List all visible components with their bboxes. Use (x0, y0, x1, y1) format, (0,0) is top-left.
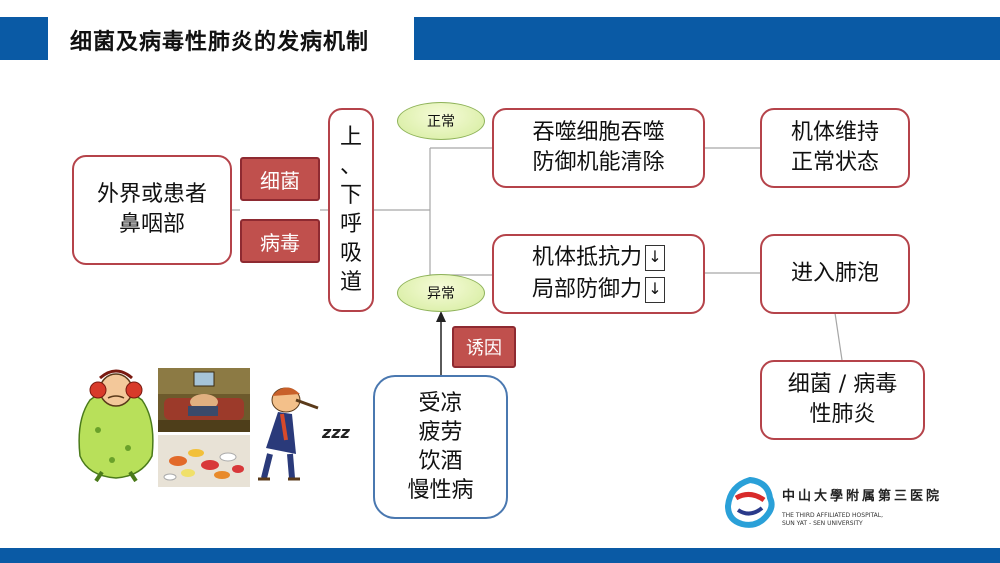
hospital-name-en-1: THE THIRD AFFILIATED HOSPITAL, (782, 512, 884, 519)
fatigue-sofa-illustration (158, 368, 250, 432)
resist-line2: 局部防御力 (531, 277, 642, 302)
factor-item: 饮酒 (418, 449, 463, 474)
phagocyte-defense-box: 吞噬细胞吞噬 防御机能清除 (492, 108, 705, 188)
hospital-logo-text: 中山大學附属第三医院 THE THIRD AFFILIATED HOSPITAL… (782, 485, 942, 528)
factor-item: 受凉 (418, 391, 463, 416)
hospital-logo-icon (724, 476, 775, 528)
trigger-tag: 诱因 (452, 326, 516, 368)
hospital-name-cn: 中山大學附属第三医院 (782, 489, 943, 504)
medication-pills-illustration (158, 435, 250, 487)
airway-char-3: 下 (339, 183, 362, 208)
airway-box: 上 、 下 呼 吸 道 (328, 108, 374, 312)
resist-row-2: 局部防御力 ↓ (532, 275, 665, 305)
airway-char-6: 道 (339, 270, 362, 295)
enter-alveoli-box: 进入肺泡 (760, 234, 910, 314)
page-title: 细菌及病毒性肺炎的发病机制 (70, 30, 370, 55)
source-line2: 鼻咽部 (118, 212, 185, 237)
defense-line1: 吞噬细胞吞噬 (532, 120, 665, 145)
normal-outcome-line2: 正常状态 (790, 150, 879, 175)
down-arrow-icon: ↓ (645, 245, 665, 271)
normal-outcome-line1: 机体维持 (790, 120, 879, 145)
defense-line2: 防御机能清除 (532, 150, 665, 175)
header-bar-right (414, 17, 1000, 60)
result-line2: 性肺炎 (809, 402, 876, 427)
bacteria-tag: 细菌 (240, 157, 320, 201)
resist-row-1: 机体抵抗力 ↓ (532, 243, 665, 273)
airway-char-4: 呼 (339, 212, 362, 237)
sleepy-man-illustration: zzz (258, 387, 351, 481)
resist-line1: 机体抵抗力 (531, 245, 642, 270)
factor-item: 慢性病 (407, 478, 474, 503)
abnormal-oval: 异常 (397, 274, 485, 312)
airway-char-2: 、 (339, 154, 362, 179)
virus-tag: 病毒 (240, 219, 320, 263)
resistance-decline-box: 机体抵抗力 ↓ 局部防御力 ↓ (492, 234, 705, 314)
normal-state-box: 机体维持 正常状态 (760, 108, 910, 188)
header-bar-left (0, 17, 48, 60)
down-arrow-icon: ↓ (645, 277, 665, 303)
factor-item: 疲劳 (418, 420, 463, 445)
pneumonia-result-box: 细菌 / 病毒 性肺炎 (760, 360, 925, 440)
airway-char-1: 上 (339, 125, 362, 150)
trigger-factors-box: 受凉 疲劳 饮酒 慢性病 (373, 375, 508, 519)
cold-shivering-illustration (78, 369, 154, 482)
source-box: 外界或患者 鼻咽部 (72, 155, 232, 265)
airway-char-5: 吸 (339, 241, 362, 266)
normal-oval: 正常 (397, 102, 485, 140)
hospital-name-en-2: SUN YAT - SEN UNIVERSITY (782, 520, 863, 527)
source-line1: 外界或患者 (96, 182, 207, 207)
footer-bar (0, 548, 1000, 563)
sleep-text: zzz (321, 423, 351, 442)
result-line1: 细菌 / 病毒 (787, 372, 898, 397)
